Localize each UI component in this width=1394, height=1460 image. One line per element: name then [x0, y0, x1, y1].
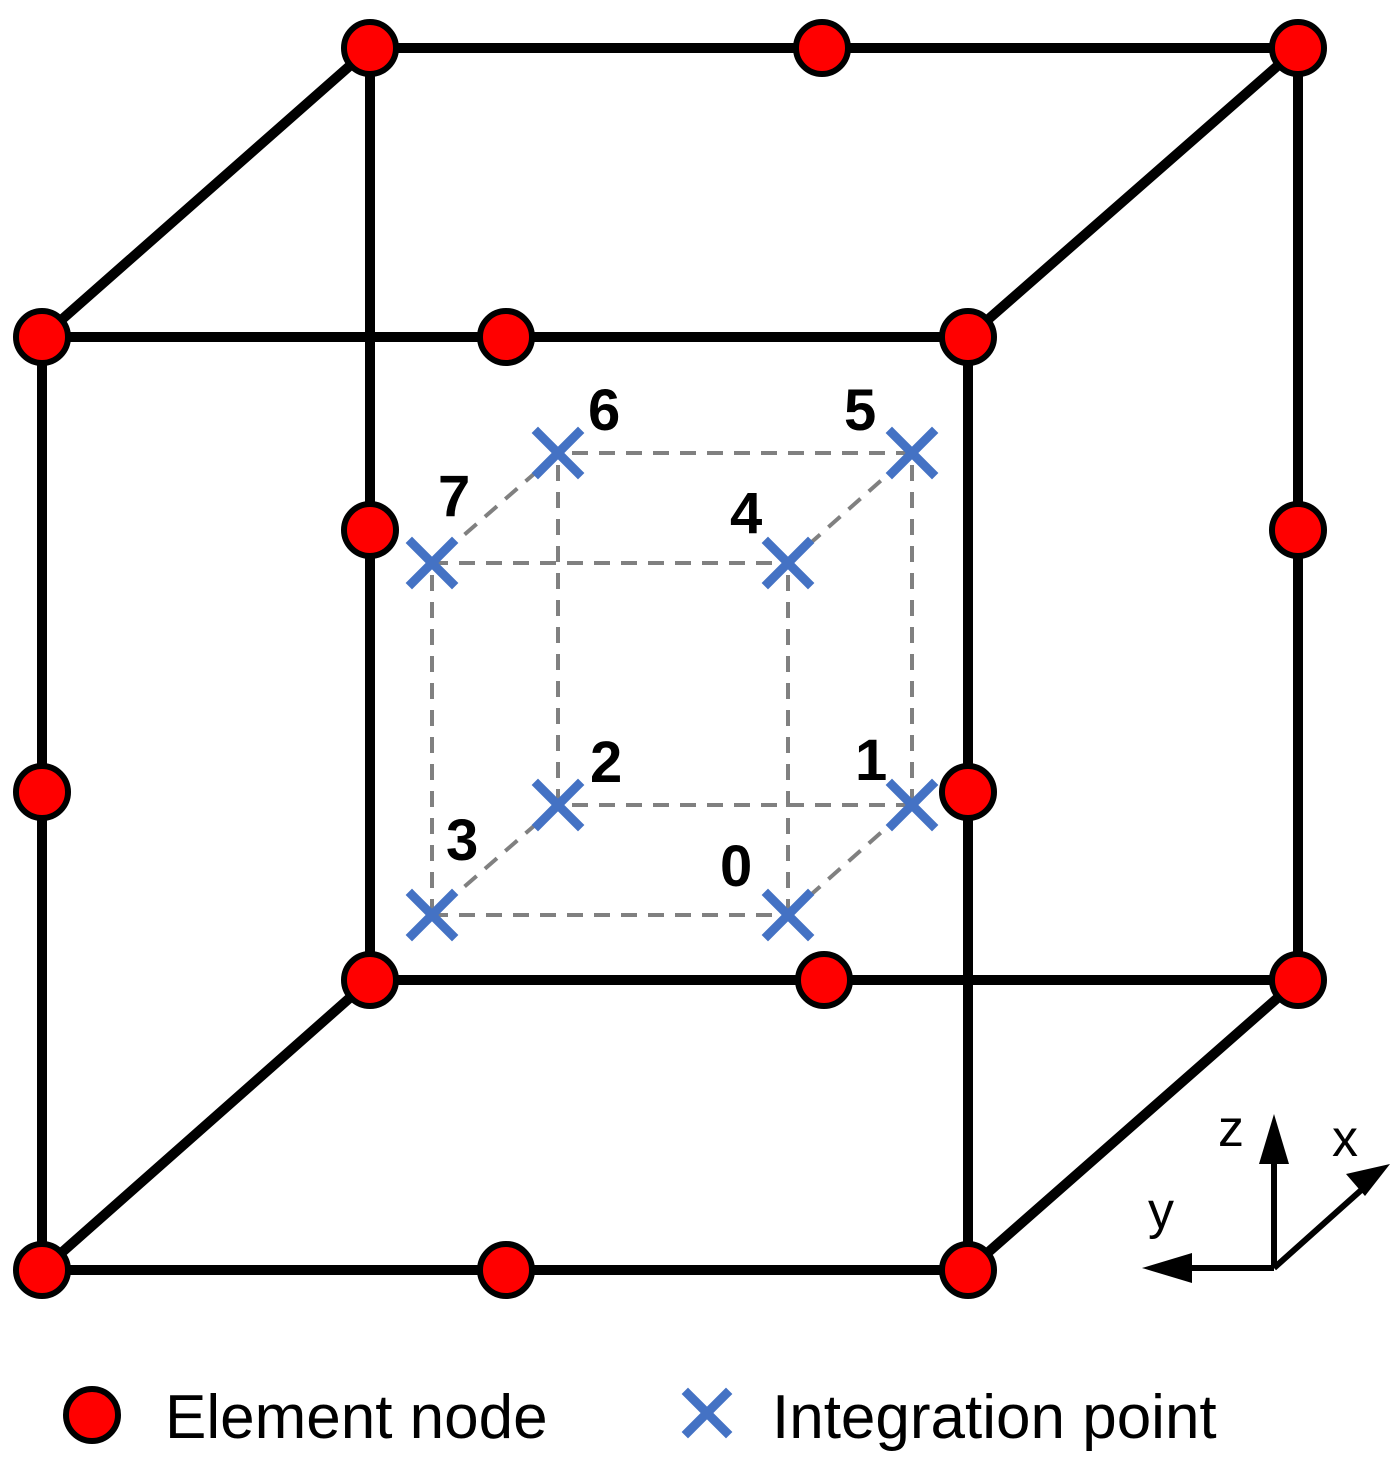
legend-node-label: Element node	[165, 1383, 548, 1452]
integration-point-label: 5	[844, 378, 876, 443]
legend-cross-icon	[681, 1387, 733, 1439]
integration-point-label: 7	[438, 464, 470, 529]
integration-point-5	[885, 426, 939, 480]
integration-points	[405, 426, 939, 942]
element-node	[795, 951, 853, 1009]
z-arrowhead	[1259, 1114, 1289, 1164]
integration-point-label: 6	[588, 378, 620, 443]
integration-point-1	[885, 778, 939, 832]
element-node	[341, 951, 399, 1009]
integration-point-label: 2	[590, 730, 622, 795]
legend-node-marker	[63, 1386, 121, 1444]
x-axis-label: x	[1332, 1110, 1358, 1168]
element-node	[1269, 951, 1327, 1009]
integration-point-label: 3	[446, 808, 478, 873]
legend: Element node Integration point	[63, 1383, 1217, 1452]
element-node	[939, 1241, 997, 1299]
axis-triad: z y x	[1142, 1100, 1390, 1283]
element-node	[477, 1241, 535, 1299]
integration-point-2	[531, 778, 585, 832]
y-axis-label: y	[1148, 1182, 1174, 1240]
z-axis-label: z	[1218, 1100, 1244, 1158]
element-edge	[37, 43, 375, 342]
element-node	[477, 308, 535, 366]
integration-point-label: 0	[720, 834, 752, 899]
integration-point-4	[761, 536, 815, 590]
element-node	[13, 1241, 71, 1299]
element-node	[13, 308, 71, 366]
integration-point-3	[405, 888, 459, 942]
element-edge	[37, 975, 375, 1275]
legend-point-label: Integration point	[772, 1383, 1217, 1452]
integration-point-label: 4	[730, 481, 762, 546]
integration-point-6	[531, 426, 585, 480]
element-node	[1269, 19, 1327, 77]
y-arrowhead	[1142, 1253, 1192, 1283]
integration-point-label: 1	[855, 728, 887, 793]
element-node	[939, 763, 997, 821]
element-edge	[963, 975, 1303, 1275]
element-node	[341, 501, 399, 559]
element-node	[939, 308, 997, 366]
integration-cube-edges	[430, 451, 914, 917]
element-nodes	[13, 19, 1327, 1299]
element-node	[1269, 501, 1327, 559]
element-node	[341, 19, 399, 77]
element-edges	[37, 43, 1303, 1275]
integration-point-labels: 0 1 2 3 4 5 6 7	[438, 378, 887, 899]
x-axis-arrow	[1272, 1181, 1370, 1271]
element-edge	[963, 43, 1303, 342]
integration-point-7	[405, 536, 459, 590]
element-node	[793, 19, 851, 77]
x-arrowhead	[1346, 1164, 1390, 1196]
element-node	[13, 763, 71, 821]
integration-point-0	[761, 888, 815, 942]
